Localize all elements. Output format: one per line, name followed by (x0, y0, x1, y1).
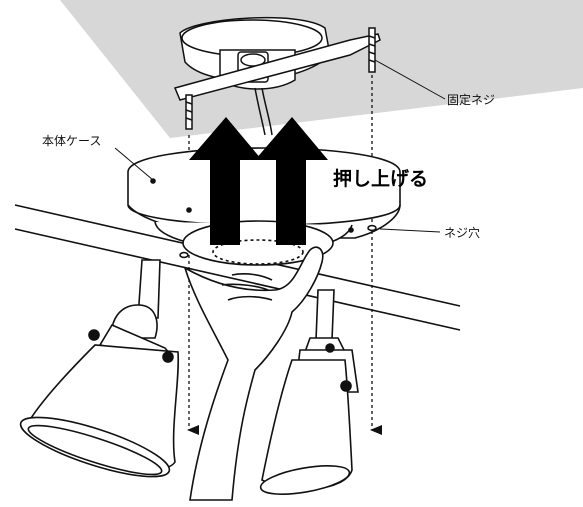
label-screw-hole: ネジ穴 (444, 225, 480, 240)
label-fixing-screw: 固定ネジ (447, 92, 495, 107)
lamp-left (19, 259, 180, 478)
fixing-screw-right (368, 27, 376, 73)
lamp-right (259, 289, 359, 495)
hand-icon (183, 246, 324, 501)
label-body-case: 本体ケース (42, 134, 101, 148)
ceiling-adapter (173, 16, 381, 136)
push-up-arrow-icon-left (189, 117, 262, 245)
ceiling-plane (60, 0, 583, 138)
leader-lines (114, 59, 446, 233)
push-up-arrow-icon-right (255, 117, 328, 245)
label-push-up: 押し上げる (333, 167, 428, 190)
body-case (127, 147, 401, 266)
fixing-screw-left (185, 94, 193, 130)
